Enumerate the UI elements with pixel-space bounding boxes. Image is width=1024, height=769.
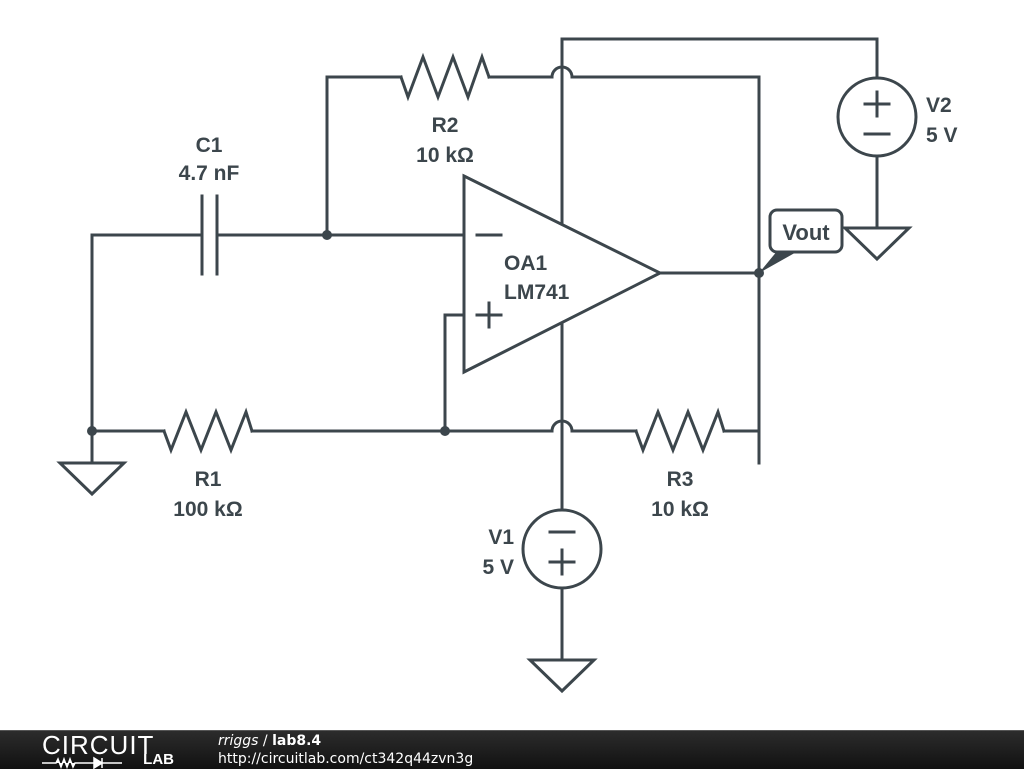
capacitor-symbol — [200, 194, 219, 276]
v1-value-label: 5 V — [482, 556, 514, 579]
opamp-oa1[interactable]: OA1 LM741 — [462, 173, 664, 375]
ground-icon — [526, 658, 598, 694]
resistor-symbol — [399, 52, 491, 102]
r2-name-label: R2 — [432, 114, 459, 137]
r2-value-label: 10 kΩ — [416, 144, 474, 167]
vout-label-text: Vout — [782, 220, 830, 245]
c1-value-label: 4.7 nF — [179, 162, 240, 185]
resistor-diode-logo-icon — [42, 756, 122, 769]
r1-value-label: 100 kΩ — [173, 498, 242, 521]
footer-bar: CIRCUIT LAB rriggs / lab8.4 http://circu… — [0, 730, 1024, 769]
r3-value-label: 10 kΩ — [651, 498, 709, 521]
voltage-source-v2[interactable]: V2 5 V — [836, 76, 958, 158]
circuit-title-link[interactable]: lab8.4 — [272, 733, 322, 749]
resistor-symbol — [634, 407, 726, 455]
wire-noninverting — [443, 313, 466, 433]
ground-icon — [841, 226, 913, 262]
wire-r2-left — [325, 75, 403, 237]
breadcrumb-separator: / — [258, 733, 273, 749]
wire-r3-right — [722, 418, 761, 433]
ground-icon — [56, 461, 128, 497]
wire-supply-top — [560, 37, 879, 224]
plus-icon — [863, 90, 891, 118]
circuitlab-logo[interactable]: CIRCUIT LAB — [42, 730, 182, 769]
resistor-symbol — [162, 407, 254, 455]
junction-dot — [440, 426, 450, 436]
c1-name-label: C1 — [196, 134, 223, 157]
capacitor-c1[interactable]: C1 4.7 nF — [179, 134, 240, 276]
net-label-pointer — [759, 250, 800, 273]
resistor-r3[interactable]: R3 10 kΩ — [634, 407, 726, 521]
r3-name-label: R3 — [667, 468, 694, 491]
net-label-vout[interactable]: Vout — [759, 208, 844, 273]
logo-text-lab: LAB — [143, 751, 174, 768]
v1-name-label: V1 — [488, 526, 514, 549]
noninverting-input-plus-icon — [475, 301, 503, 329]
oa1-value-label: LM741 — [504, 281, 570, 304]
circuit-url-link[interactable]: http://circuitlab.com/ct342q44zvn3g — [218, 751, 474, 767]
voltage-source-v1[interactable]: V1 5 V — [482, 508, 603, 590]
circuit-schematic: C1 4.7 nF R2 10 kΩ R1 100 kΩ R3 10 kΩ OA… — [56, 37, 958, 694]
junction-dot — [87, 426, 97, 436]
circuit-meta: rriggs / lab8.4 http://circuitlab.com/ct… — [218, 732, 473, 768]
r1-name-label: R1 — [195, 468, 222, 491]
logo-text-circuit: CIRCUIT — [42, 730, 155, 760]
junction-dot — [322, 230, 332, 240]
v2-name-label: V2 — [926, 94, 952, 117]
resistor-r1[interactable]: R1 100 kΩ — [162, 407, 254, 521]
author-link[interactable]: rriggs — [218, 733, 259, 749]
net-label-box — [768, 208, 844, 254]
resistor-r2[interactable]: R2 10 kΩ — [399, 52, 491, 167]
plus-icon — [548, 548, 576, 576]
v2-value-label: 5 V — [926, 124, 958, 147]
oa1-name-label: OA1 — [504, 252, 548, 275]
